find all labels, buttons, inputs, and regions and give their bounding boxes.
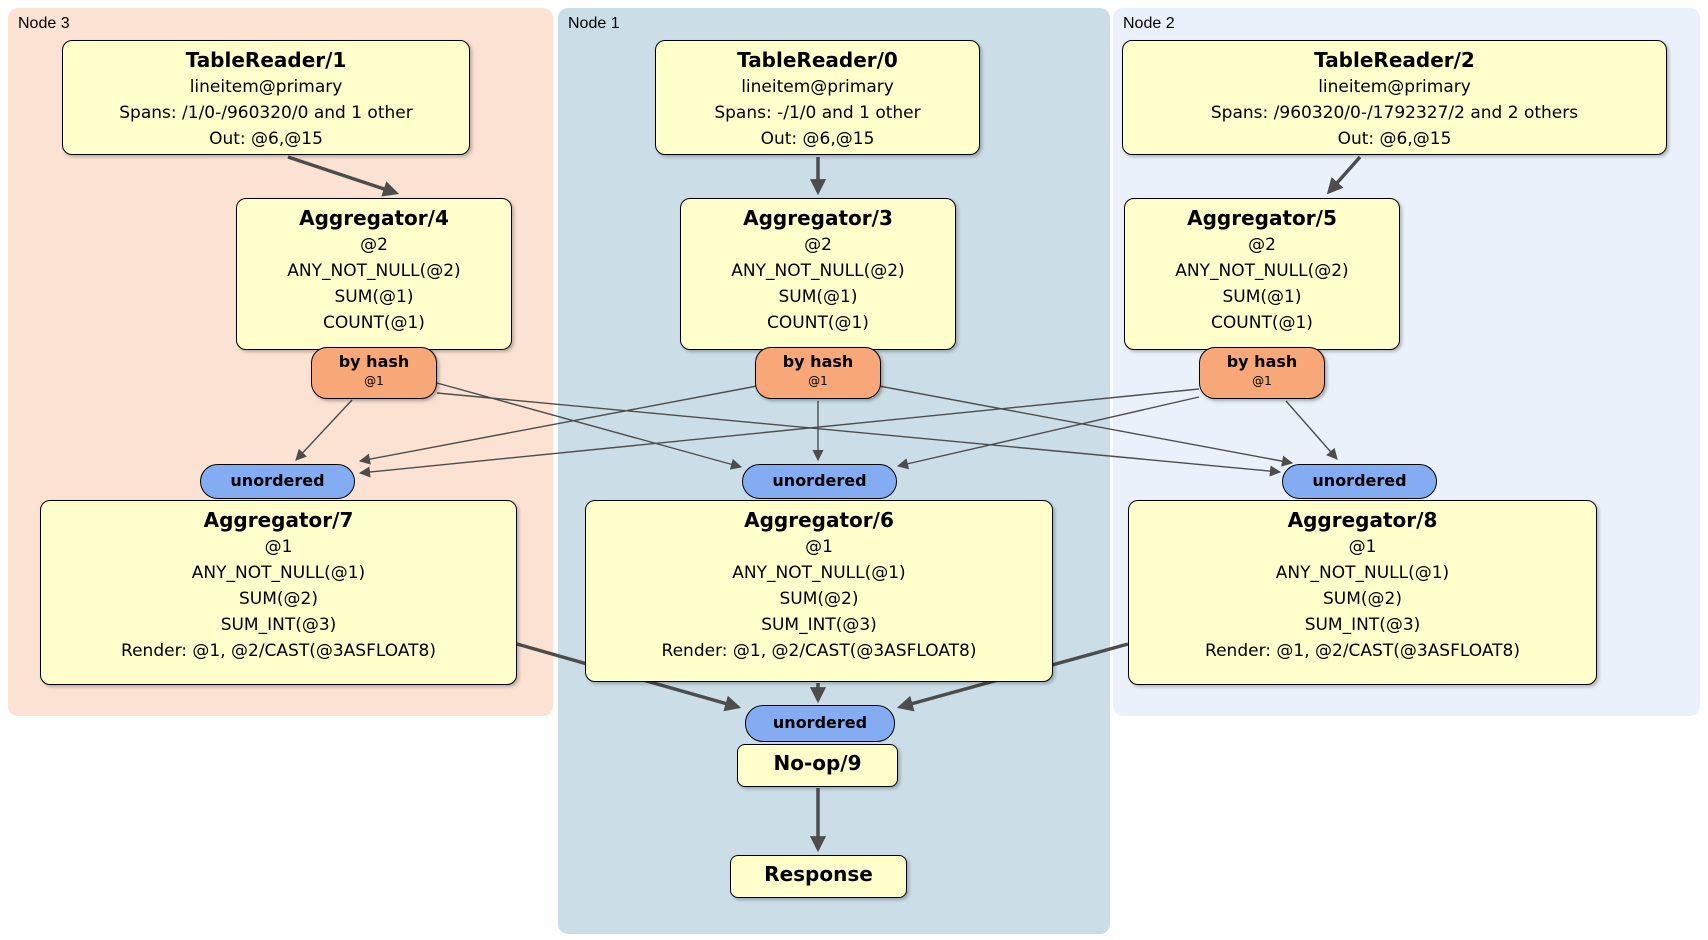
hash-router-3: by hash @1 [755, 347, 881, 399]
processor-detail: COUNT(@1) [323, 313, 425, 333]
hash-router-label: by hash [1226, 352, 1298, 371]
processor-aggregator-4: Aggregator/4 @2 ANY_NOT_NULL(@2) SUM(@1)… [236, 198, 512, 350]
processor-detail: SUM(@2) [779, 589, 859, 609]
processor-detail: lineitem@primary [741, 77, 894, 97]
hash-router-5: by hash @1 [1199, 347, 1325, 399]
processor-title: Response [764, 862, 873, 886]
processor-title: TableReader/0 [737, 48, 898, 72]
processor-title: TableReader/2 [1314, 48, 1475, 72]
hash-router-key: @1 [1252, 374, 1272, 388]
processor-tablereader-2: TableReader/2 lineitem@primary Spans: /9… [1122, 40, 1667, 155]
processor-detail: Spans: /960320/0-/1792327/2 and 2 others [1210, 103, 1579, 123]
hash-router-4: by hash @1 [311, 347, 437, 399]
processor-detail: ANY_NOT_NULL(@1) [191, 563, 366, 583]
processor-title: No-op/9 [773, 751, 862, 775]
node3-label: Node 3 [18, 15, 70, 32]
processor-detail: SUM(@2) [1323, 589, 1402, 609]
processor-detail: COUNT(@1) [767, 313, 869, 333]
processor-aggregator-6: Aggregator/6 @1 ANY_NOT_NULL(@1) SUM(@2)… [585, 500, 1053, 682]
processor-detail: Spans: -/1/0 and 1 other [714, 103, 921, 123]
processor-detail: SUM(@2) [239, 589, 318, 609]
processor-detail: SUM(@1) [778, 287, 858, 307]
unordered-sync-7: unordered [200, 464, 355, 499]
unordered-sync-8: unordered [1282, 464, 1437, 499]
processor-detail: Out: @6,@15 [760, 129, 875, 149]
processor-detail: lineitem@primary [1318, 77, 1471, 97]
hash-router-key: @1 [364, 374, 384, 388]
processor-detail: ANY_NOT_NULL(@1) [732, 563, 906, 583]
processor-detail: ANY_NOT_NULL(@2) [1175, 261, 1349, 281]
processor-aggregator-3: Aggregator/3 @2 ANY_NOT_NULL(@2) SUM(@1)… [680, 198, 956, 350]
processor-detail: Render: @1, @2/CAST(@3ASFLOAT8) [1205, 641, 1520, 661]
processor-title: Aggregator/4 [299, 206, 449, 230]
response-node: Response [730, 855, 907, 898]
processor-detail: Render: @1, @2/CAST(@3ASFLOAT8) [661, 641, 977, 661]
processor-title: Aggregator/7 [203, 508, 354, 532]
hash-router-key: @1 [808, 374, 828, 388]
processor-tablereader-1: TableReader/1 lineitem@primary Spans: /1… [62, 40, 470, 155]
node2-label: Node 2 [1123, 15, 1175, 32]
processor-detail: @1 [805, 537, 833, 557]
processor-detail: Spans: /1/0-/960320/0 and 1 other [119, 103, 413, 123]
processor-detail: SUM(@1) [1222, 287, 1302, 307]
processor-detail: SUM_INT(@3) [761, 615, 877, 635]
unordered-sync-6: unordered [742, 464, 897, 499]
processor-detail: lineitem@primary [189, 77, 343, 97]
processor-title: Aggregator/5 [1187, 206, 1337, 230]
node1-label: Node 1 [568, 15, 620, 32]
processor-title: Aggregator/3 [743, 206, 893, 230]
hash-router-label: by hash [782, 352, 854, 371]
processor-aggregator-7: Aggregator/7 @1 ANY_NOT_NULL(@1) SUM(@2)… [40, 500, 517, 685]
hash-router-label: by hash [338, 352, 410, 371]
processor-title: TableReader/1 [185, 48, 347, 72]
processor-detail: ANY_NOT_NULL(@2) [287, 261, 461, 281]
processor-title: Aggregator/6 [744, 508, 894, 532]
processor-aggregator-5: Aggregator/5 @2 ANY_NOT_NULL(@2) SUM(@1)… [1124, 198, 1400, 350]
processor-detail: COUNT(@1) [1211, 313, 1313, 333]
processor-noop-9: No-op/9 [737, 744, 898, 787]
processor-detail: @2 [804, 235, 832, 255]
processor-detail: ANY_NOT_NULL(@2) [731, 261, 905, 281]
processor-detail: @1 [1348, 537, 1377, 557]
processor-aggregator-8: Aggregator/8 @1 ANY_NOT_NULL(@1) SUM(@2)… [1128, 500, 1597, 685]
processor-detail: Out: @6,@15 [1337, 129, 1452, 149]
processor-detail: Out: @6,@15 [209, 129, 323, 149]
processor-title: Aggregator/8 [1287, 508, 1438, 532]
processor-detail: ANY_NOT_NULL(@1) [1275, 563, 1450, 583]
processor-detail: SUM_INT(@3) [1304, 615, 1421, 635]
processor-tablereader-0: TableReader/0 lineitem@primary Spans: -/… [655, 40, 980, 155]
processor-detail: @1 [264, 537, 293, 557]
processor-detail: @2 [1248, 235, 1276, 255]
processor-detail: SUM(@1) [334, 287, 414, 307]
processor-detail: Render: @1, @2/CAST(@3ASFLOAT8) [121, 641, 436, 661]
processor-detail: @2 [360, 235, 388, 255]
processor-detail: SUM_INT(@3) [220, 615, 337, 635]
unordered-sync-final: unordered [745, 705, 895, 742]
